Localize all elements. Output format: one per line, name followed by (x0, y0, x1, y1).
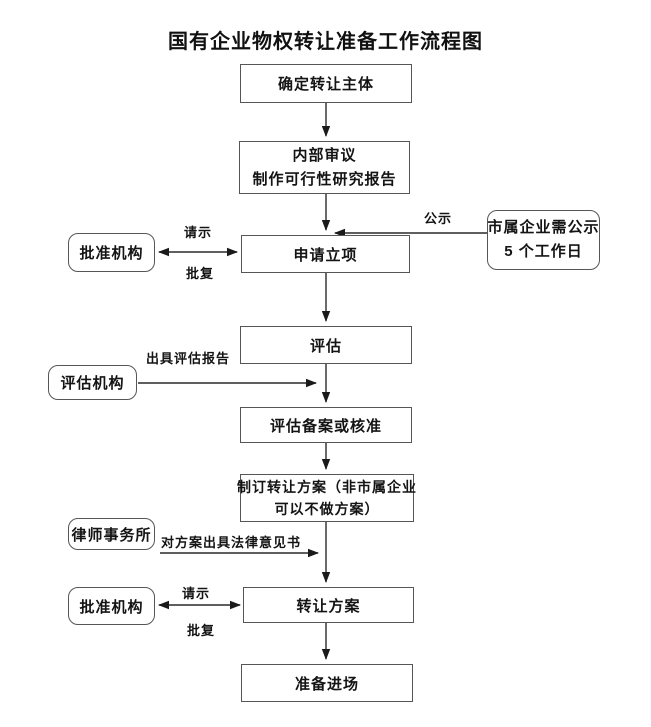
node-evaluation: 评估 (240, 326, 412, 364)
node-determine-transfer-subject: 确定转让主体 (240, 64, 412, 103)
node-draft-transfer-plan: 制订转让方案（非市属企业 可以不做方案） (237, 474, 417, 522)
node-label: 批准机构 (79, 598, 144, 616)
node-evaluation-agency: 评估机构 (48, 365, 137, 400)
node-label-line2: 制作可行性研究报告 (252, 170, 397, 188)
node-label: 转让方案 (296, 597, 361, 615)
node-label: 准备进场 (294, 675, 359, 693)
node-label: 评估 (309, 337, 342, 355)
edge-label-request-2: 请示 (182, 586, 211, 601)
node-approval-authority-1: 批准机构 (68, 233, 155, 272)
page-title: 国有企业物权转让准备工作流程图 (168, 31, 483, 53)
node-label: 评估机构 (60, 375, 125, 392)
edge-label-reply-2: 批复 (187, 623, 216, 638)
node-evaluation-filing: 评估备案或核准 (240, 407, 412, 443)
node-prepare-entry: 准备进场 (241, 664, 413, 702)
node-label-line1: 制订转让方案（非市属企业 (237, 478, 417, 495)
node-label-line2: 可以不做方案） (274, 501, 380, 517)
node-internal-review: 内部审议 制作可行性研究报告 (239, 141, 410, 194)
node-label-line1: 市属企业需公示 (487, 219, 600, 236)
node-law-firm: 律师事务所 (68, 518, 155, 550)
node-label: 评估备案或核准 (269, 417, 382, 435)
node-publicity-notice: 市属企业需公示 5 个工作日 (487, 210, 600, 270)
edge-label-evaluation-report: 出具评估报告 (146, 351, 231, 366)
edge-label-reply-1: 批复 (186, 266, 215, 281)
node-label-line2: 5 个工作日 (504, 243, 583, 260)
node-label: 确定转让主体 (277, 76, 374, 93)
node-label: 律师事务所 (71, 526, 152, 544)
node-transfer-plan: 转让方案 (243, 587, 414, 623)
node-label: 批准机构 (79, 245, 144, 262)
edge-label-publicity: 公示 (424, 211, 453, 226)
node-approval-authority-2: 批准机构 (68, 587, 155, 625)
node-apply-project: 申请立项 (241, 235, 410, 273)
node-label: 申请立项 (293, 246, 358, 264)
node-label-line1: 内部审议 (292, 146, 357, 164)
edge-label-legal-opinion: 对方案出具法律意见书 (161, 535, 302, 550)
edge-label-request-1: 请示 (184, 225, 213, 240)
